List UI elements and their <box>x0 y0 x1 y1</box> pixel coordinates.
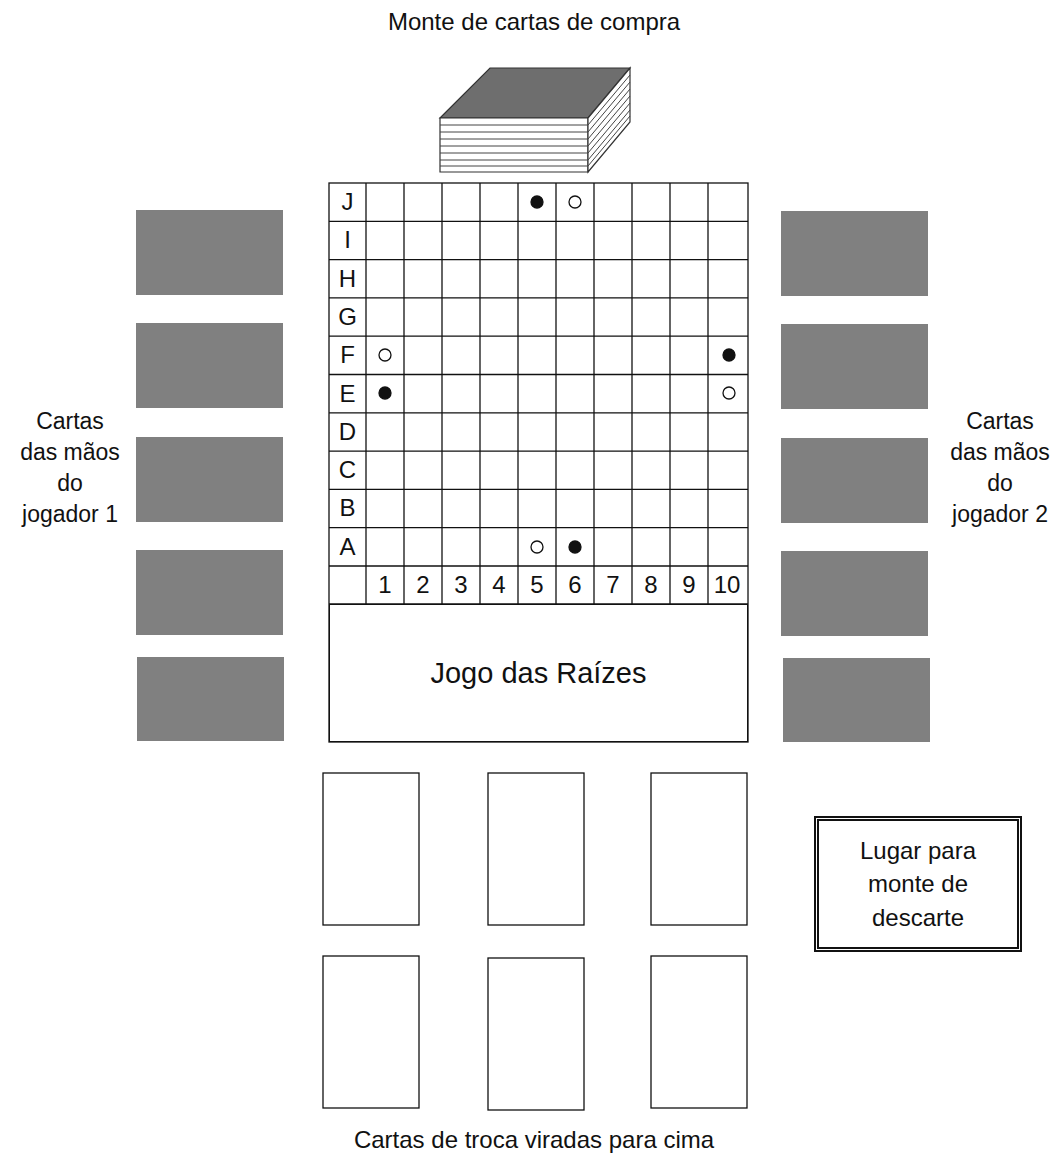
column-number: 7 <box>606 569 619 601</box>
player-label: Cartas das mãos do jogador 1 <box>20 406 120 530</box>
box-text: Lugar para monte de descarte <box>843 834 993 935</box>
column-number: 9 <box>682 569 695 601</box>
discard-pile-box: Lugar para monte de descarte <box>814 816 1022 952</box>
row-letter: B <box>339 492 355 524</box>
player-cards <box>136 210 930 742</box>
trade-cards <box>323 773 747 1110</box>
row-letter: F <box>340 339 355 371</box>
column-number: 4 <box>492 569 505 601</box>
column-number: 5 <box>530 569 543 601</box>
row-letter: E <box>339 377 355 409</box>
row-letter: C <box>339 454 356 486</box>
column-number: 8 <box>644 569 657 601</box>
trade-label: Cartas de troca viradas para cima <box>354 1124 714 1156</box>
row-letter: J <box>342 186 354 218</box>
column-number: 6 <box>568 569 581 601</box>
row-letter: I <box>344 224 351 256</box>
board-title-box: Jogo das Raízes <box>329 604 748 742</box>
row-letter: H <box>339 262 356 294</box>
box-text: Jogo das Raízes <box>430 653 646 694</box>
player-label: Cartas das mãos do jogador 2 <box>950 406 1050 530</box>
column-number: 10 <box>714 569 741 601</box>
draw-pile <box>440 68 630 172</box>
row-letter: D <box>339 416 356 448</box>
column-number: 2 <box>416 569 429 601</box>
column-number: 1 <box>378 569 391 601</box>
column-number: 3 <box>454 569 467 601</box>
row-letter: G <box>338 301 357 333</box>
pile-label: Monte de cartas de compra <box>388 6 680 38</box>
row-letter: A <box>339 530 355 562</box>
board-grid <box>329 183 748 742</box>
game-pieces <box>379 196 735 553</box>
